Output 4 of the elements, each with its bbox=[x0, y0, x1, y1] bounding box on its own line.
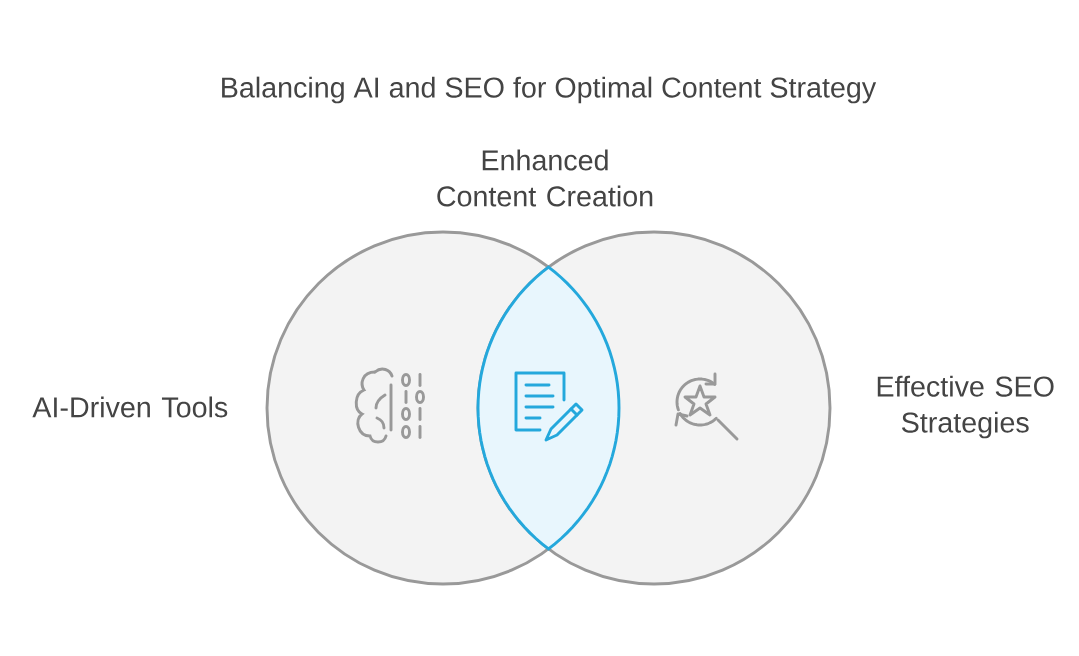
node-label: Effective SEO Strategies bbox=[877, 375, 1054, 439]
node-label: AI-Driven Tools bbox=[32, 396, 228, 418]
title: Balancing AI and SEO for Optimal Content Strategy bbox=[222, 76, 877, 104]
node-label: Enhanced Content Creation bbox=[437, 149, 653, 207]
